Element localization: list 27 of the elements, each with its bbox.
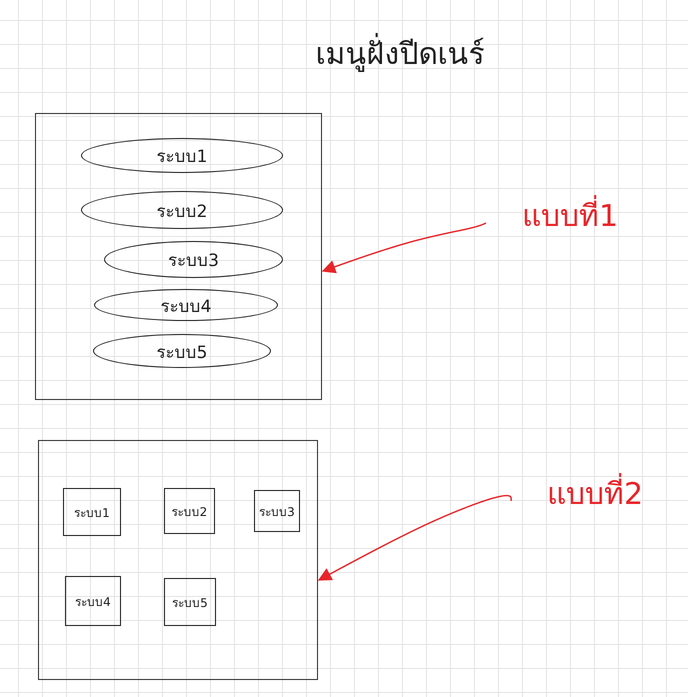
arrow (318, 494, 512, 581)
menu-label: ระบบ5 (156, 342, 208, 364)
menu-label: ระบบ2 (156, 200, 208, 224)
page-title: เมนูฝั่งปีดเนร์ (250, 30, 550, 77)
menu-pill (94, 289, 278, 321)
menu-label: ระบบ4 (75, 594, 111, 610)
menu-label: ระบบ1 (74, 504, 110, 522)
menu-pill (81, 138, 283, 173)
menu-pill (81, 191, 283, 229)
style-label: แบบที่2 (546, 470, 644, 516)
menu-label: ระบบ1 (156, 146, 208, 169)
menu-label: ระบบ3 (259, 504, 295, 520)
style-label: แบบที่1 (522, 192, 618, 238)
menu-label: ระบบ5 (172, 594, 208, 612)
menu-label: ระบบ4 (160, 296, 212, 318)
arrow (322, 222, 486, 274)
menu-tile (65, 576, 121, 626)
menu-label: ระบบ3 (168, 250, 219, 273)
menu-tile (254, 490, 300, 532)
menu-frame (38, 440, 318, 680)
menu-pill (93, 334, 271, 368)
menu-tile (63, 488, 121, 536)
menu-tile (164, 578, 216, 626)
menu-tile (164, 488, 215, 534)
menu-pill (104, 241, 283, 278)
menu-label: ระบบ2 (172, 504, 208, 520)
menu-frame (35, 113, 322, 400)
